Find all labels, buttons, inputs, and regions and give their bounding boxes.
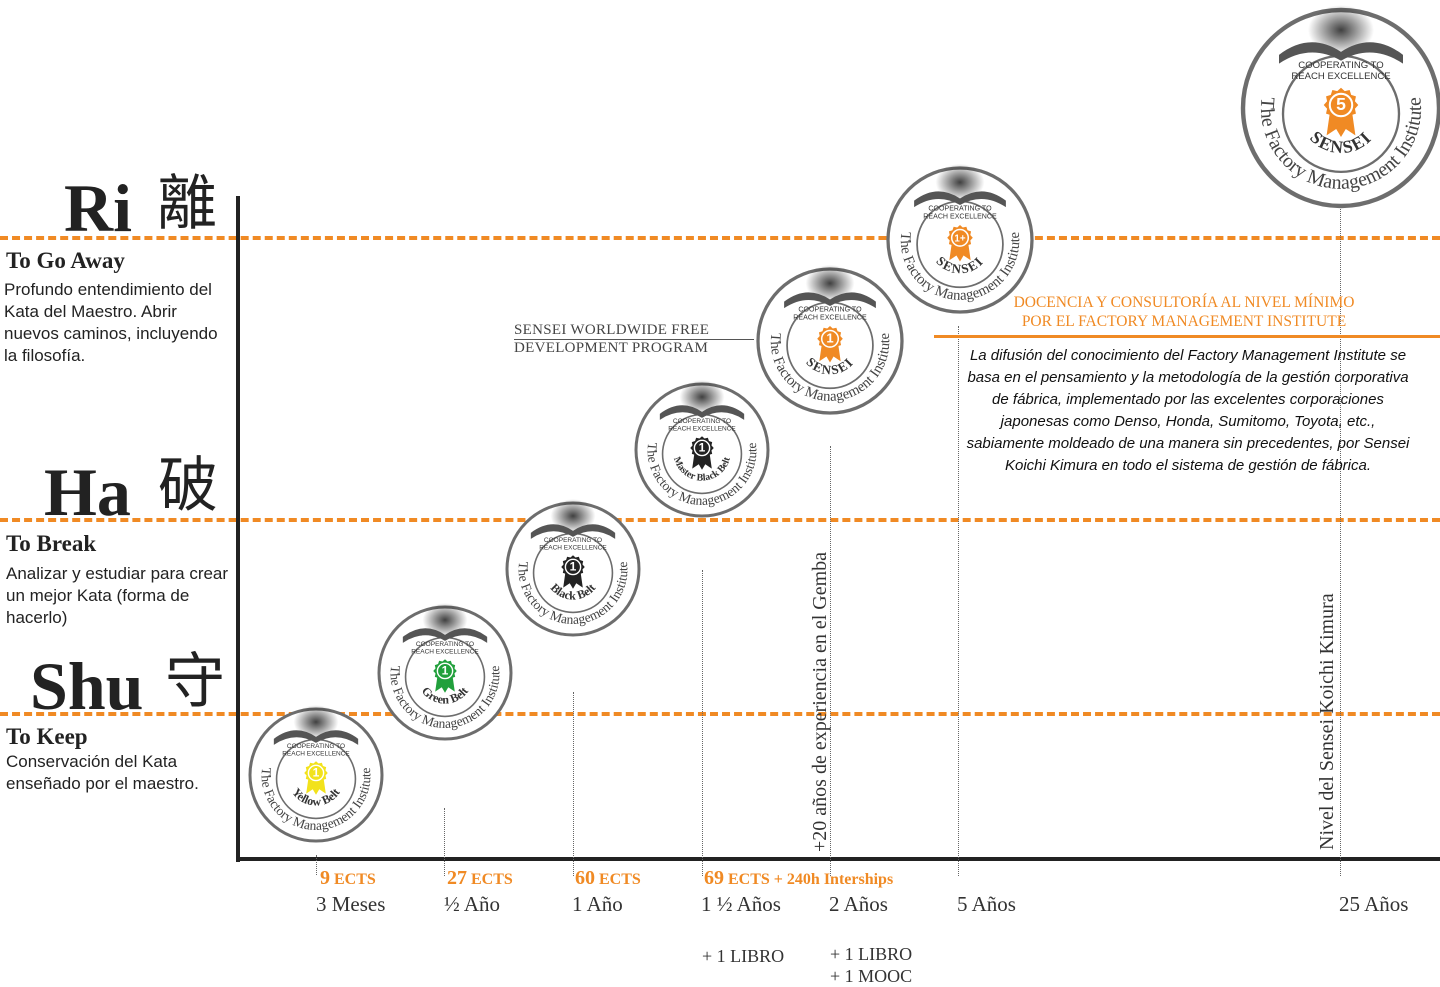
svg-text:Yellow Belt: Yellow Belt <box>289 785 342 808</box>
svg-text:SENSEI: SENSEI <box>934 253 987 277</box>
stage-shu-description: Conservación del Kata enseñado por el ma… <box>6 752 199 793</box>
svg-text:COOPERATING TO: COOPERATING TO <box>287 743 345 750</box>
fmi-description-paragraph: La difusión del conocimiento del Factory… <box>966 347 1410 474</box>
stage-ri-kanji: 離 <box>157 169 217 239</box>
shu-boundary-line <box>0 712 1440 716</box>
badge-number: 1 <box>442 663 449 677</box>
badge-number: 1 <box>570 559 577 573</box>
stage-ri-description: Profundo entendimiento del Kata del Maes… <box>4 280 218 365</box>
marker-1-ano <box>573 692 574 876</box>
stage-ha-kanji: 破 <box>158 451 218 521</box>
docencia-heading: DOCENCIA Y CONSULTORÍA AL NIVEL MÍNIMO P… <box>992 293 1376 331</box>
stage-shu-name: Shu <box>30 648 144 724</box>
gemba-experience-note: +20 años de experiencia en el Gemba <box>809 551 831 852</box>
kimura-level-note: Nivel del Sensei Koichi Kimura <box>1316 593 1338 850</box>
marker-5-anos <box>958 326 959 876</box>
stage-ha-description: Analizar y estudiar para crear un mejor … <box>6 564 229 627</box>
y-axis <box>236 196 240 862</box>
badge-number: 1 <box>826 331 833 346</box>
program-line1: SENSEI WORLDWIDE FREE <box>514 322 710 338</box>
stage-shu-title: To Keep <box>6 724 88 749</box>
time-3-meses: 3 Meses <box>316 892 386 916</box>
time-2-anos: 2 Años <box>829 892 888 916</box>
svg-text:REACH EXCELLENCE: REACH EXCELLENCE <box>1291 71 1390 82</box>
svg-text:REACH EXCELLENCE: REACH EXCELLENCE <box>793 315 867 322</box>
time-25-anos: 25 Años <box>1339 892 1409 916</box>
ects-60: 60 ECTS <box>575 867 641 889</box>
stage-ri-title: To Go Away <box>6 248 125 273</box>
badge-number: 1+ <box>954 234 965 245</box>
svg-text:COOPERATING TO: COOPERATING TO <box>544 537 602 544</box>
stage-ri-name: Ri <box>64 170 132 246</box>
program-label: SENSEI WORLDWIDE FREE DEVELOPMENT PROGRA… <box>514 321 709 357</box>
ects-9: 9 ECTS <box>320 867 376 889</box>
time-5-anos: 5 Años <box>957 892 1016 916</box>
x-axis <box>236 857 1440 861</box>
svg-text:REACH EXCELLENCE: REACH EXCELLENCE <box>923 214 997 221</box>
svg-text:REACH EXCELLENCE: REACH EXCELLENCE <box>668 425 736 432</box>
docencia-line1: DOCENCIA Y CONSULTORÍA AL NIVEL MÍNIMO <box>1013 294 1355 311</box>
extra-2-anos: + 1 LIBRO + 1 MOOC <box>830 944 913 986</box>
docencia-rule <box>934 335 1440 338</box>
time-half-ano: ½ Año <box>444 892 501 916</box>
program-line2: DEVELOPMENT PROGRAM <box>514 340 709 356</box>
extra-1-half-anos: + 1 LIBRO <box>702 946 785 966</box>
svg-text:COOPERATING TO: COOPERATING TO <box>673 418 731 425</box>
svg-text:REACH EXCELLENCE: REACH EXCELLENCE <box>411 648 479 655</box>
ha-boundary-line <box>0 518 1440 522</box>
badge-number: 1 <box>313 765 320 779</box>
svg-text:REACH EXCELLENCE: REACH EXCELLENCE <box>539 544 607 551</box>
badge-number: 1 <box>699 440 706 454</box>
time-1-ano: 1 Año <box>572 892 623 916</box>
svg-text:COOPERATING TO: COOPERATING TO <box>928 205 992 212</box>
svg-text:REACH EXCELLENCE: REACH EXCELLENCE <box>282 750 350 757</box>
svg-text:Black Belt: Black Belt <box>548 581 598 603</box>
svg-text:COOPERATING TO: COOPERATING TO <box>798 306 862 313</box>
ects-69: 69 ECTS + 240h Interships <box>704 867 894 889</box>
marker-1-half-anos <box>702 570 703 876</box>
marker-2-anos <box>830 446 831 876</box>
ri-boundary-line <box>0 236 1440 240</box>
marker-25-anos <box>1340 128 1341 876</box>
ects-27: 27 ECTS <box>447 867 513 889</box>
svg-text:COOPERATING TO: COOPERATING TO <box>1298 60 1383 71</box>
marker-3-meses <box>316 855 317 875</box>
badge-number: 5 <box>1336 94 1346 114</box>
time-1-half-anos: 1 ½ Años <box>701 892 781 916</box>
svg-text:SENSEI: SENSEI <box>804 354 857 378</box>
docencia-line2: POR EL FACTORY MANAGEMENT INSTITUTE <box>1021 313 1347 330</box>
svg-text:COOPERATING TO: COOPERATING TO <box>416 641 474 648</box>
stage-ha-name: Ha <box>44 454 131 530</box>
marker-half-ano <box>444 808 445 876</box>
stage-ha-title: To Break <box>6 531 97 556</box>
program-connector <box>514 339 754 340</box>
stage-shu-kanji: 守 <box>165 647 225 717</box>
